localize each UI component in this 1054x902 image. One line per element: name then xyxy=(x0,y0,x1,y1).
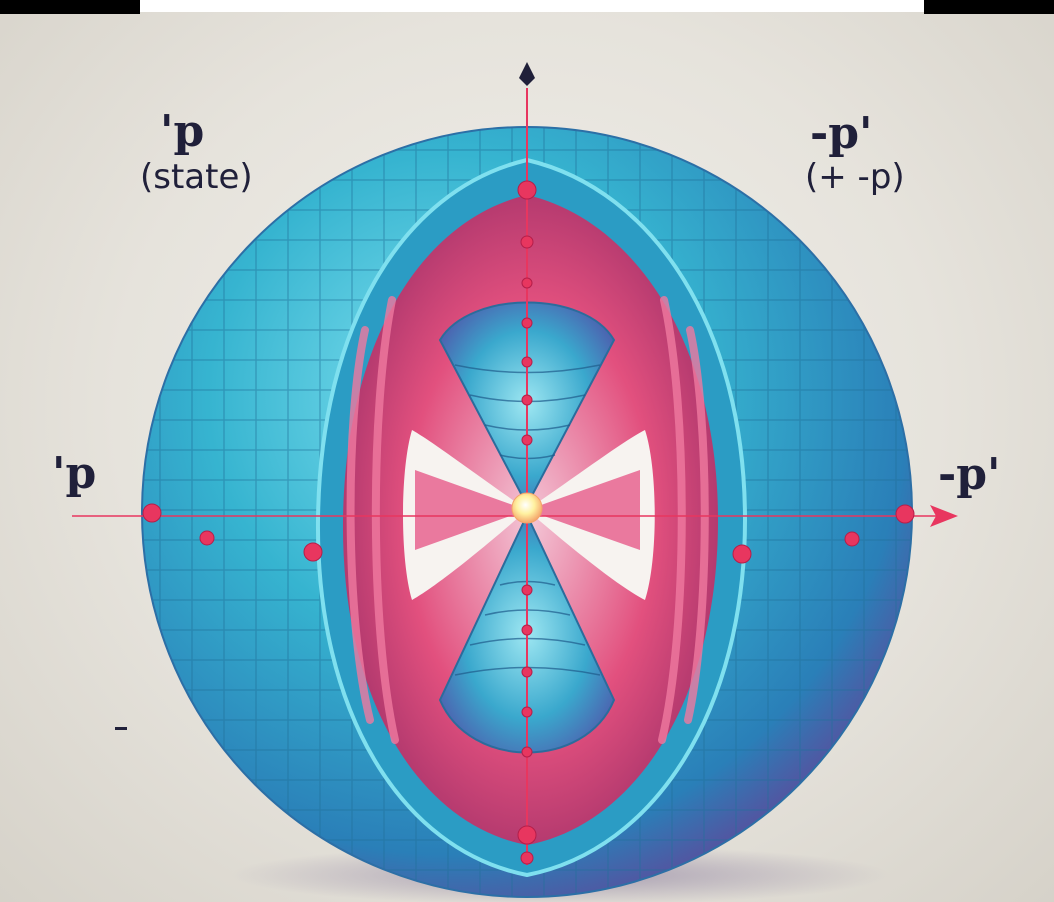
axis-arrow-top-icon xyxy=(519,62,535,86)
small-dash-mark xyxy=(115,727,127,730)
label-top-right: -p' xyxy=(810,112,873,156)
label-top-left: 'p xyxy=(160,110,204,154)
label-mid-right: -p' xyxy=(938,453,1001,497)
label-mid-left: 'p xyxy=(52,452,96,496)
label-top-left-sub: (state) xyxy=(140,160,253,194)
label-top-right-sub: (+ -p) xyxy=(805,160,905,194)
nucleus-core xyxy=(512,493,542,523)
